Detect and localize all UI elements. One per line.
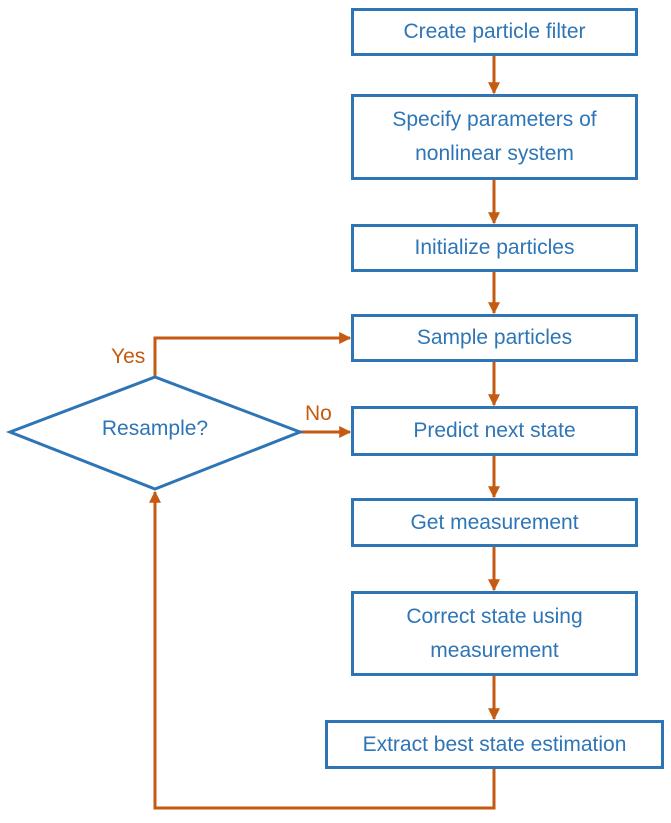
step-get-measurement: Get measurement — [351, 498, 638, 547]
step-extract-best-state: Extract best state estimation — [325, 720, 664, 769]
decision-diamond — [5, 375, 305, 491]
arrow-loop-to-decision — [149, 490, 496, 810]
step-specify-parameters: Specify parameters of nonlinear system — [351, 94, 638, 180]
decision-label: Resample? — [101, 417, 209, 440]
step-predict-next-state: Predict next state — [351, 406, 638, 456]
arrow-yes-to-sample — [153, 332, 352, 377]
step-initialize-particles: Initialize particles — [351, 224, 638, 272]
step-create-particle-filter: Create particle filter — [351, 8, 638, 56]
no-label: No — [305, 402, 332, 425]
yes-label: Yes — [111, 345, 146, 368]
step-correct-state: Correct state using measurement — [351, 591, 638, 676]
step-sample-particles: Sample particles — [351, 314, 638, 362]
